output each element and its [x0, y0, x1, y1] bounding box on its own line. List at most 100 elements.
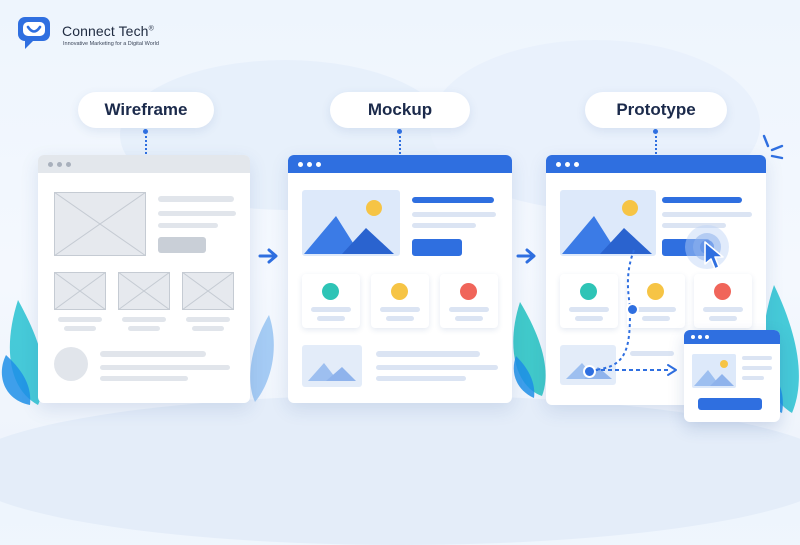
- text-line: [317, 316, 345, 321]
- stage-label-prototype: Prototype: [585, 92, 727, 128]
- text-line: [703, 307, 743, 312]
- flow-node: [583, 365, 596, 378]
- text-line: [449, 307, 489, 312]
- window-dot: [565, 162, 570, 167]
- connector-line: [145, 136, 147, 154]
- window-dot: [57, 162, 62, 167]
- brand-tagline: Innovative Marketing for a Digital World: [63, 41, 159, 47]
- image-placeholder: [54, 192, 146, 256]
- leaf-decoration-mid: [250, 315, 274, 402]
- text-line: [386, 316, 414, 321]
- text-placeholder: [158, 223, 218, 228]
- text-line: [636, 307, 676, 312]
- text-placeholder: [100, 376, 188, 381]
- text-line: [662, 223, 726, 228]
- window-dot: [691, 335, 695, 339]
- stage-label-mockup: Mockup: [330, 92, 470, 128]
- text-line: [709, 316, 737, 321]
- brand-name: Connect Tech®: [62, 23, 154, 39]
- wireframe-window: [38, 155, 250, 403]
- text-line: [376, 351, 480, 357]
- feature-dot: [647, 283, 664, 300]
- avatar-placeholder: [54, 347, 88, 381]
- window-dot: [698, 335, 702, 339]
- text-placeholder: [100, 365, 230, 370]
- connector-dot: [653, 129, 658, 134]
- window-dot: [48, 162, 53, 167]
- popup-titlebar: [684, 330, 780, 344]
- text-line: [575, 316, 603, 321]
- text-line: [630, 351, 674, 356]
- text-line: [412, 223, 476, 228]
- feature-dot: [714, 283, 731, 300]
- feature-dot: [391, 283, 408, 300]
- mockup-window: [288, 155, 512, 403]
- title-line: [662, 197, 742, 203]
- window-dot: [316, 162, 321, 167]
- mountain-image-icon: [560, 190, 656, 256]
- title-line: [412, 197, 494, 203]
- window-dot: [307, 162, 312, 167]
- leaf-decoration-mid-right: [513, 302, 546, 398]
- arrow-right-icon: [516, 248, 536, 264]
- background-ground: [0, 395, 800, 545]
- text-line: [742, 376, 764, 380]
- text-placeholder: [122, 317, 166, 322]
- text-placeholder: [58, 317, 102, 322]
- wireframe-titlebar: [38, 155, 250, 173]
- arrow-right-icon: [258, 248, 278, 264]
- feature-card: [627, 274, 685, 328]
- feature-dot: [322, 283, 339, 300]
- image-placeholder: [182, 272, 234, 310]
- window-dot: [298, 162, 303, 167]
- connector-line: [399, 136, 401, 154]
- window-dot: [574, 162, 579, 167]
- text-line: [412, 212, 496, 217]
- leaf-decoration-left: [1, 300, 45, 405]
- window-dot: [705, 335, 709, 339]
- text-placeholder: [128, 326, 160, 331]
- text-placeholder: [192, 326, 224, 331]
- button-placeholder: [158, 237, 206, 253]
- cta-button-mock: [412, 239, 462, 256]
- mountain-image-icon: [302, 345, 362, 387]
- popup-window: [684, 330, 780, 422]
- feature-card: [302, 274, 360, 328]
- click-spark-icon: [762, 134, 784, 160]
- stage-label-wireframe: Wireframe: [78, 92, 214, 128]
- text-placeholder: [64, 326, 96, 331]
- mountain-image-icon: [302, 190, 400, 256]
- image-placeholder: [118, 272, 170, 310]
- brand-logo: Connect Tech® Innovative Marketing for a…: [16, 14, 206, 54]
- cursor-pointer-icon: [704, 241, 724, 270]
- feature-card: [371, 274, 429, 328]
- text-line: [380, 307, 420, 312]
- text-line: [311, 307, 351, 312]
- connector-dot: [143, 129, 148, 134]
- interaction-flow-path: [591, 249, 677, 376]
- connector-dot: [397, 129, 402, 134]
- image-placeholder: [54, 272, 106, 310]
- text-line: [742, 356, 772, 360]
- flow-node: [626, 303, 639, 316]
- feature-card: [694, 274, 752, 328]
- mountain-image-icon: [692, 354, 736, 388]
- text-line: [569, 307, 609, 312]
- feature-card: [560, 274, 618, 328]
- text-line: [376, 365, 498, 370]
- prototype-titlebar: [546, 155, 766, 173]
- text-placeholder: [158, 211, 236, 216]
- text-line: [662, 212, 752, 217]
- text-placeholder: [100, 351, 206, 357]
- text-placeholder: [186, 317, 230, 322]
- mockup-titlebar: [288, 155, 512, 173]
- cta-button-mock: [698, 398, 762, 410]
- text-placeholder: [158, 196, 234, 202]
- text-line: [455, 316, 483, 321]
- feature-dot: [580, 283, 597, 300]
- window-dot: [66, 162, 71, 167]
- window-dot: [556, 162, 561, 167]
- connector-line: [655, 136, 657, 154]
- feature-dot: [460, 283, 477, 300]
- text-line: [376, 376, 466, 381]
